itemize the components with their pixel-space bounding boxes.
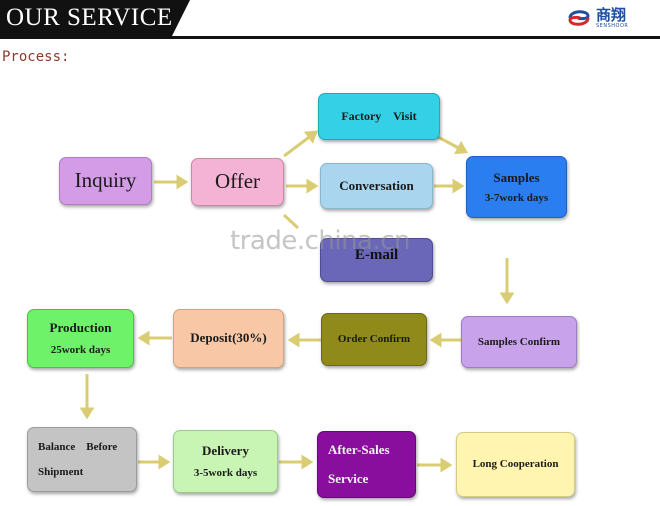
node-email: E-mail (320, 238, 433, 282)
node-samples-confirm-label: Samples Confirm (477, 335, 561, 348)
node-balance-line2: Shipment (38, 465, 84, 478)
node-long-cooperation: Long Cooperation (456, 432, 575, 497)
node-delivery-title: Delivery (202, 442, 249, 458)
company-logo: 商翔 SENSHOOR (566, 4, 646, 32)
header-notch (172, 0, 190, 36)
node-delivery: Delivery 3-5work days (173, 430, 278, 493)
node-conversation: Conversation (320, 163, 433, 209)
node-after-sales-line1: After-Sales (328, 441, 390, 457)
node-factory-visit: Factory Visit (318, 93, 440, 140)
node-samples-confirm: Samples Confirm (461, 316, 577, 368)
node-order-confirm: Order Confirm (321, 313, 427, 366)
node-samples-duration: 3-7work days (484, 191, 549, 204)
node-production-title: Production (49, 320, 112, 336)
node-inquiry: Inquiry (59, 157, 152, 205)
node-deposit: Deposit(30%) (173, 309, 284, 368)
node-after-sales: After-Sales Service (317, 431, 416, 498)
node-samples: Samples 3-7work days (466, 156, 567, 218)
node-offer-label: Offer (214, 169, 261, 194)
logo-icon (568, 10, 590, 26)
arrow-offer-email (282, 213, 300, 230)
node-production-duration: 25work days (50, 344, 111, 357)
node-samples-title: Samples (493, 169, 540, 185)
header-bar: OUR SERVICE 商翔 SENSHOOR (0, 0, 660, 40)
node-inquiry-label: Inquiry (74, 168, 137, 193)
node-order-confirm-label: Order Confirm (337, 333, 411, 346)
node-balance-line1: Balance Before (38, 441, 118, 454)
node-conversation-label: Conversation (339, 177, 414, 193)
header-title-background (0, 0, 172, 36)
node-email-label: E-mail (354, 246, 399, 263)
node-delivery-duration: 3-5work days (193, 467, 258, 480)
node-after-sales-line2: Service (328, 470, 369, 486)
watermark: trade.china.cn (230, 226, 411, 256)
node-production: Production 25work days (27, 309, 134, 368)
node-deposit-label: Deposit(30%) (190, 330, 267, 346)
node-offer: Offer (191, 158, 284, 206)
node-long-cooperation-label: Long Cooperation (472, 458, 559, 471)
node-balance: Balance Before Shipment (27, 427, 137, 492)
logo-subtext: SENSHOOR (596, 23, 629, 29)
logo-text: 商翔 (596, 6, 627, 24)
node-factory-visit-label: Factory Visit (341, 109, 417, 124)
header-divider (0, 36, 660, 39)
process-label: Process: (2, 49, 70, 65)
arrow-offer-factory-visit (283, 130, 318, 158)
arrow-factory-visit-samples (437, 135, 469, 155)
page-title: OUR SERVICE (6, 4, 173, 31)
